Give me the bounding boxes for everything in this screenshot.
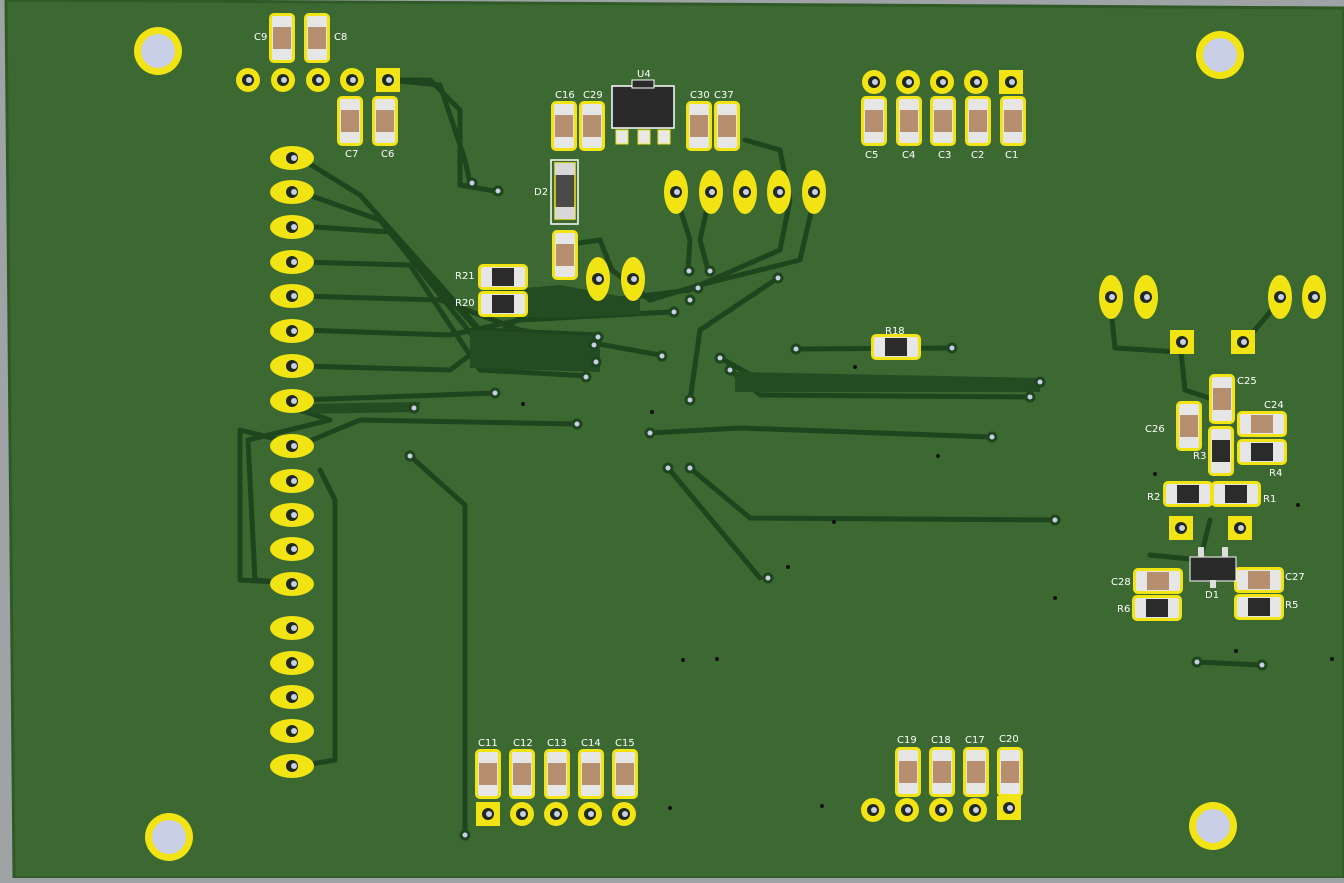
smd-capacitor (714, 101, 740, 151)
component-label: C26 (1145, 424, 1165, 435)
component-label: C18 (931, 735, 951, 746)
component-label: C4 (902, 150, 915, 161)
component-label: C29 (583, 90, 603, 101)
component-label: C2 (971, 150, 984, 161)
component-label: R21 (455, 271, 475, 282)
smd-capacitor (896, 96, 922, 146)
smd-capacitor (337, 96, 363, 146)
component-label: C5 (865, 150, 878, 161)
component-label: R6 (1117, 604, 1130, 615)
diode-d2 (550, 159, 579, 225)
component-label: C25 (1237, 376, 1257, 387)
smd-resistor (1234, 594, 1284, 620)
smd-resistor (1237, 439, 1287, 465)
component-label: R20 (455, 298, 475, 309)
component-label: U4 (637, 69, 651, 80)
smd-capacitor (612, 749, 638, 799)
component-label: R1 (1263, 494, 1276, 505)
regulator-u4 (611, 79, 675, 145)
component-label: C13 (547, 738, 567, 749)
component-label: C6 (381, 149, 394, 160)
vias (404, 177, 1268, 841)
component-label: R3 (1193, 451, 1206, 462)
component-label: C17 (965, 735, 985, 746)
component-label: C8 (334, 32, 347, 43)
smd-capacitor (895, 747, 921, 797)
smd-capacitor (509, 749, 535, 799)
component-label: C7 (345, 149, 358, 160)
smd-capacitor (269, 13, 295, 63)
component-label: C28 (1111, 577, 1131, 588)
component-label: R5 (1285, 600, 1298, 611)
component-label: C14 (581, 738, 601, 749)
component-label: C24 (1264, 400, 1284, 411)
left-connector-pads (270, 146, 314, 778)
smd-capacitor (1209, 374, 1235, 424)
component-label: C3 (938, 150, 951, 161)
smd-capacitor (475, 749, 501, 799)
component-label: R18 (885, 326, 905, 337)
smd-capacitor (372, 96, 398, 146)
smd-capacitor (1176, 401, 1202, 451)
component-label: C37 (714, 90, 734, 101)
smd-resistor (871, 334, 921, 360)
smd-capacitor (930, 96, 956, 146)
component-label: C30 (690, 90, 710, 101)
component-label: D2 (534, 187, 548, 198)
component-label: C27 (1285, 572, 1305, 583)
smd-capacitor (997, 747, 1023, 797)
component-label: C15 (615, 738, 635, 749)
smd-components (269, 13, 1287, 799)
component-label: C11 (478, 738, 498, 749)
smd-capacitor (578, 749, 604, 799)
smd-capacitor (544, 749, 570, 799)
smd-capacitor (963, 747, 989, 797)
component-label: C16 (555, 90, 575, 101)
component-label: C20 (999, 734, 1019, 745)
component-label: D1 (1205, 590, 1219, 601)
oval-pads-vertical (586, 170, 1326, 319)
smd-capacitor (552, 230, 578, 280)
smd-resistor (1208, 426, 1234, 476)
small-vias (521, 365, 1334, 810)
smd-resistor (478, 291, 528, 317)
component-label: C12 (513, 738, 533, 749)
component-label: C9 (254, 32, 267, 43)
smd-capacitor (304, 13, 330, 63)
copper-traces (237, 77, 1283, 838)
smd-resistor (478, 264, 528, 290)
smd-capacitor (1237, 411, 1287, 437)
component-label: R4 (1269, 468, 1282, 479)
smd-capacitor (1133, 568, 1183, 594)
smd-capacitor (686, 101, 712, 151)
smd-capacitor (861, 96, 887, 146)
board-substrate (4, 0, 1344, 880)
component-label: C19 (897, 735, 917, 746)
through-hole-pads (236, 68, 1255, 826)
smd-resistor (1211, 481, 1261, 507)
smd-capacitor (551, 101, 577, 151)
smd-resistor (1163, 481, 1213, 507)
component-label: R2 (1147, 492, 1160, 503)
smd-capacitor (929, 747, 955, 797)
smd-resistor (1132, 595, 1182, 621)
smd-capacitor (965, 96, 991, 146)
mounting-holes (134, 27, 1244, 861)
smd-capacitor (1234, 567, 1284, 593)
component-label: C1 (1005, 150, 1018, 161)
smd-capacitor (579, 101, 605, 151)
smd-capacitor (1000, 96, 1026, 146)
diode-d1 (1189, 547, 1237, 588)
